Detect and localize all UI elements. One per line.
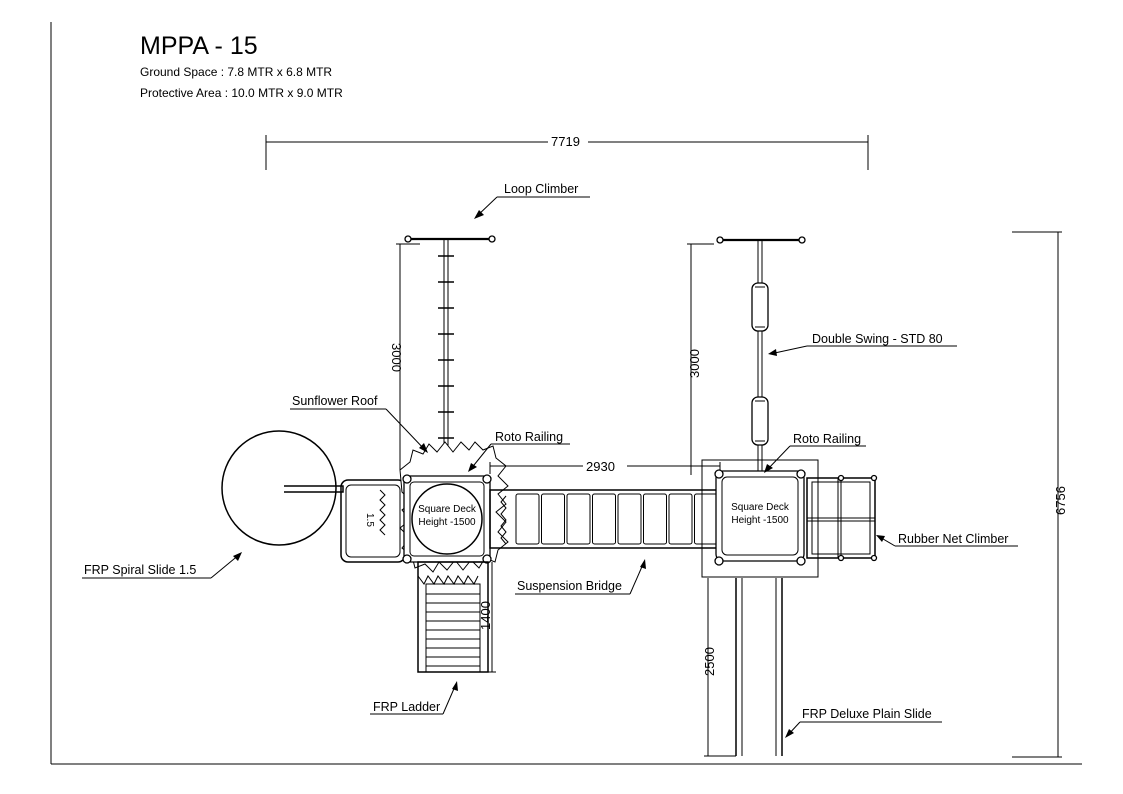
frp-spiral-slide-label: FRP Spiral Slide 1.5 xyxy=(84,563,196,577)
bridge-dimension: 2930 xyxy=(489,458,721,474)
ladder-length-value: 1400 xyxy=(478,601,493,630)
spiral-slide-size-label: 1.5 xyxy=(364,513,375,527)
double-swing xyxy=(716,236,806,472)
overall-width-dimension: 7719 xyxy=(265,134,869,170)
frp-deluxe-plain-slide xyxy=(735,578,783,756)
overall-height-dimension: 6756 xyxy=(1012,231,1068,758)
roto-railing-left-callout: Roto Railing xyxy=(468,430,570,472)
roto-railing-right-label: Roto Railing xyxy=(793,432,861,446)
slide-dimension: 2500 xyxy=(702,578,736,757)
double-swing-callout: Double Swing - STD 80 xyxy=(768,332,957,356)
overall-height-value: 6756 xyxy=(1053,486,1068,515)
loop-climber-label: Loop Climber xyxy=(504,182,578,196)
loop-climber-callout: Loop Climber xyxy=(474,182,590,219)
frp-deluxe-plain-slide-label: FRP Deluxe Plain Slide xyxy=(802,707,932,721)
frp-spiral-slide: 1.5 xyxy=(221,430,406,563)
frp-deluxe-plain-slide-callout: FRP Deluxe Plain Slide xyxy=(785,707,942,738)
bridge-plank xyxy=(668,493,693,545)
loop-climber-rungs xyxy=(438,255,454,439)
double-swing-label: Double Swing - STD 80 xyxy=(812,332,943,346)
bridge-plank xyxy=(515,493,540,545)
suspension-bridge xyxy=(489,489,721,549)
frp-ladder xyxy=(417,561,489,673)
rubber-net-climber xyxy=(806,474,878,562)
roto-railing-right-callout: Roto Railing xyxy=(764,432,866,473)
bridge-plank xyxy=(592,493,616,545)
rubber-net-climber-callout: Rubber Net Climber xyxy=(876,532,1018,547)
slide-length-value: 2500 xyxy=(702,647,717,676)
right-deck-name: Square Deck xyxy=(731,502,790,513)
suspension-bridge-label: Suspension Bridge xyxy=(517,579,622,593)
bridge-length-value: 2930 xyxy=(586,459,615,474)
ladder-steps xyxy=(426,593,480,667)
roto-railing-left-label: Roto Railing xyxy=(495,430,563,444)
left-deck-height: Height -1500 xyxy=(418,517,476,528)
sunflower-roof-label: Sunflower Roof xyxy=(292,394,378,408)
bridge-planks xyxy=(515,493,718,545)
loop-climber-length-value: 3000 xyxy=(389,343,404,372)
page-title: MPPA - 15 xyxy=(140,32,258,60)
left-deck-name: Square Deck xyxy=(418,504,477,515)
swing-length-value: 3000 xyxy=(687,349,702,378)
frp-spiral-slide-callout: FRP Spiral Slide 1.5 xyxy=(82,552,242,579)
frp-ladder-callout: FRP Ladder xyxy=(370,681,458,715)
bridge-plank xyxy=(541,493,565,545)
suspension-bridge-callout: Suspension Bridge xyxy=(515,559,646,595)
swing-dimension: 3000 xyxy=(687,243,714,475)
right-square-deck: Square Deck Height -1500 xyxy=(701,459,819,578)
bridge-plank xyxy=(617,493,642,545)
ladder-dimension: 1400 xyxy=(478,562,496,673)
rubber-net-climber-label: Rubber Net Climber xyxy=(898,532,1008,546)
ground-space-text: Ground Space : 7.8 MTR x 6.8 MTR xyxy=(140,65,332,79)
left-square-deck: Square Deck Height -1500 xyxy=(399,441,509,573)
bridge-plank xyxy=(694,493,718,545)
bridge-plank xyxy=(643,493,667,545)
loop-climber xyxy=(404,235,496,460)
protective-area-text: Protective Area : 10.0 MTR x 9.0 MTR xyxy=(140,86,343,100)
loop-climber-dimension: 3000 xyxy=(389,243,420,470)
frp-ladder-label: FRP Ladder xyxy=(373,700,440,714)
overall-width-value: 7719 xyxy=(551,134,580,149)
sunflower-roof-callout: Sunflower Roof xyxy=(290,394,428,453)
bridge-plank xyxy=(566,493,591,545)
right-deck-height: Height -1500 xyxy=(731,515,789,526)
